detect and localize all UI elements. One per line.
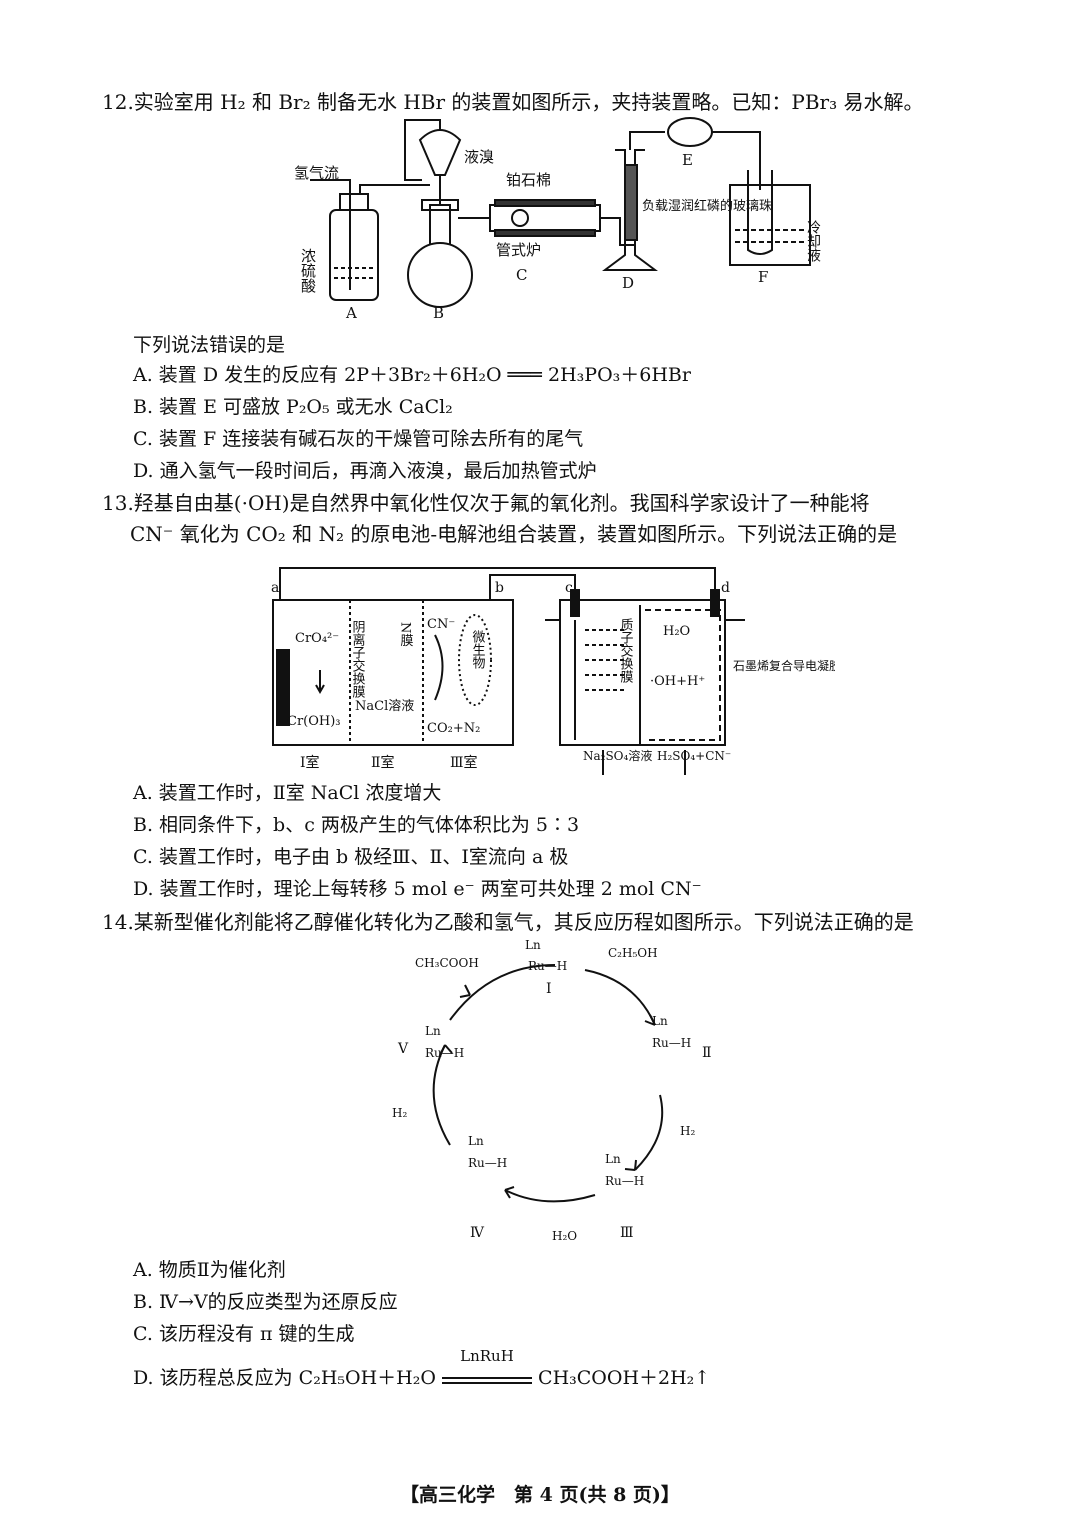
cn-label: CN⁻ [427, 617, 455, 632]
q13-cell-figure: a b c d CrO₄²⁻ Cr(OH)₃ 阴离子交换膜 NaCl溶液 N膜 … [271, 567, 835, 775]
room2-label: Ⅱ室 [371, 754, 395, 771]
q14-option-d-post: CH₃COOH＋2H₂↑ [538, 1367, 711, 1389]
label-E: E [682, 151, 693, 169]
ru-h-label-II: Ru—H [652, 1036, 691, 1050]
q12-option-a: A. 装置 D 发生的反应有 2P＋3Br₂＋6H₂O ═══ 2H₃PO₃＋6… [133, 364, 691, 386]
q14-stem: 14.某新型催化剂能将乙醇催化转化为乙酸和氢气，其反应历程如图所示。下列说法正确… [102, 910, 914, 934]
croh3-label: Cr(OH)₃ [287, 714, 341, 729]
ru-h-label-I: Ru—H [528, 959, 567, 973]
q13-option-d: D. 装置工作时，理论上每转移 5 mol e⁻ 两室可共处理 2 mol CN… [133, 878, 702, 900]
species-IV-label: Ⅳ [470, 1225, 485, 1241]
q12-apparatus-figure: 氢气流 液溴 铂石棉 浓硫酸 管式炉 负载湿润红磷的玻璃珠 冷却液 A B C … [294, 117, 821, 322]
electrode-b-label: b [495, 580, 504, 596]
microbe-label: 微生物 [470, 630, 486, 670]
na2so4-label: Na₂SO₄溶液 [583, 748, 652, 763]
room3-label: Ⅲ室 [450, 754, 478, 771]
q14-option-d-condition: LnRuH [460, 1347, 514, 1365]
co2n2-label: CO₂+N₂ [427, 721, 480, 736]
coolant-label: 冷却液 [805, 220, 821, 262]
h2o-label: H₂O [663, 624, 690, 639]
q12-option-c: C. 装置 F 连接装有碱石灰的干燥管可除去所有的尾气 [133, 428, 584, 450]
ru-h-label-III: Ru—H [605, 1174, 644, 1188]
label-D: D [622, 274, 634, 292]
q13-option-a: A. 装置工作时，Ⅱ室 NaCl 浓度增大 [133, 782, 442, 804]
species-II-label: Ⅱ [702, 1045, 712, 1061]
q12-stem: 12.实验室用 H₂ 和 Br₂ 制备无水 HBr 的装置如图所示，夹持装置略。… [102, 90, 924, 114]
ln-label-I: Ln [525, 938, 541, 952]
label-B: B [433, 304, 444, 322]
electrode-d-label: d [721, 580, 730, 596]
q14-option-a: A. 物质Ⅱ为催化剂 [133, 1259, 286, 1281]
h2so4-cn-label: H₂SO₄+CN⁻ [657, 749, 731, 763]
page-footer: 【高三化学 第 4 页(共 8 页)】 [400, 1484, 680, 1506]
equilibrium-equals-sign [441, 1377, 532, 1384]
label-C: C [516, 266, 527, 284]
label-A: A [345, 304, 357, 322]
anion-membrane-label: 阴离子交换膜 [350, 620, 366, 698]
electrode-a-label: a [271, 580, 279, 596]
red-p-label: 负载湿润红磷的玻璃珠 [642, 198, 772, 214]
species-V-label: Ⅴ [397, 1041, 409, 1057]
q14-cycle-figure: CH₃COOH C₂H₅OH H₂ H₂ H₂O Ln Ru—H Ⅰ Ln Ru… [392, 938, 712, 1243]
h2-label-left: H₂ [392, 1106, 407, 1120]
h2-label-right: H₂ [680, 1124, 695, 1138]
q12-option-b: B. 装置 E 可盛放 P₂O₅ 或无水 CaCl₂ [133, 396, 453, 418]
q14-option-c: C. 该历程没有 π 键的生成 [133, 1323, 355, 1345]
pt-wool-label: 铂石棉 [506, 171, 551, 189]
nacl-label: NaCl溶液 [355, 699, 414, 714]
q13-option-b: B. 相同条件下，b、c 两极产生的气体体积比为 5∶3 [133, 814, 580, 836]
oh-h-label: ·OH+H⁺ [650, 674, 705, 689]
liquid-br-label: 液溴 [464, 148, 494, 166]
ln-label-V: Ln [425, 1024, 441, 1038]
q12-option-d: D. 通入氢气一段时间后，再滴入液溴，最后加热管式炉 [133, 460, 597, 482]
n-membrane-label: N膜 [398, 622, 414, 647]
q13-stem-line2: CN⁻ 氧化为 CO₂ 和 N₂ 的原电池-电解池组合装置，装置如图所示。下列说… [130, 522, 898, 546]
q12-prompt: 下列说法错误的是 [133, 334, 286, 356]
h2o-label: H₂O [552, 1229, 577, 1243]
q13-option-c: C. 装置工作时，电子由 b 极经Ⅲ、Ⅱ、Ⅰ室流向 a 极 [133, 846, 569, 868]
label-F: F [758, 268, 768, 286]
room1-label: Ⅰ室 [300, 754, 320, 771]
ln-label-IV: Ln [468, 1134, 484, 1148]
q13-stem-line1: 13.羟基自由基(·OH)是自然界中氧化性仅次于氟的氧化剂。我国科学家设计了一种… [102, 491, 870, 515]
ru-label-V: Ru—H [425, 1046, 464, 1060]
c2h5oh-label: C₂H₅OH [608, 946, 658, 960]
species-I-label: Ⅰ [546, 981, 552, 997]
ln-label-II: Ln [652, 1014, 668, 1028]
proton-membrane-label: 质子交换膜 [618, 618, 634, 683]
q14-option-d-pre: D. 该历程总反应为 C₂H₅OH＋H₂O [133, 1367, 436, 1389]
q14-option-b: B. Ⅳ→Ⅴ的反应类型为还原反应 [133, 1291, 398, 1313]
ln-label-III: Ln [605, 1152, 621, 1166]
species-III-label: Ⅲ [620, 1225, 634, 1241]
electrode-c-label: c [565, 580, 573, 596]
graphene-label: 石墨烯复合导电凝胶颗粒 [733, 658, 835, 673]
q14-option-d-text: D. 该历程总反应为 C₂H₅OH＋H₂O LnRuH CH₃COOH＋2H₂↑ [133, 1347, 711, 1390]
h2-flow-label: 氢气流 [294, 164, 339, 182]
conc-h2so4-label: 浓硫酸 [299, 248, 317, 293]
cro4-label: CrO₄²⁻ [295, 631, 339, 646]
tube-furnace-label: 管式炉 [496, 241, 541, 259]
ru-h-label-IV: Ru—H [468, 1156, 507, 1170]
ch3cooh-label: CH₃COOH [415, 956, 479, 970]
